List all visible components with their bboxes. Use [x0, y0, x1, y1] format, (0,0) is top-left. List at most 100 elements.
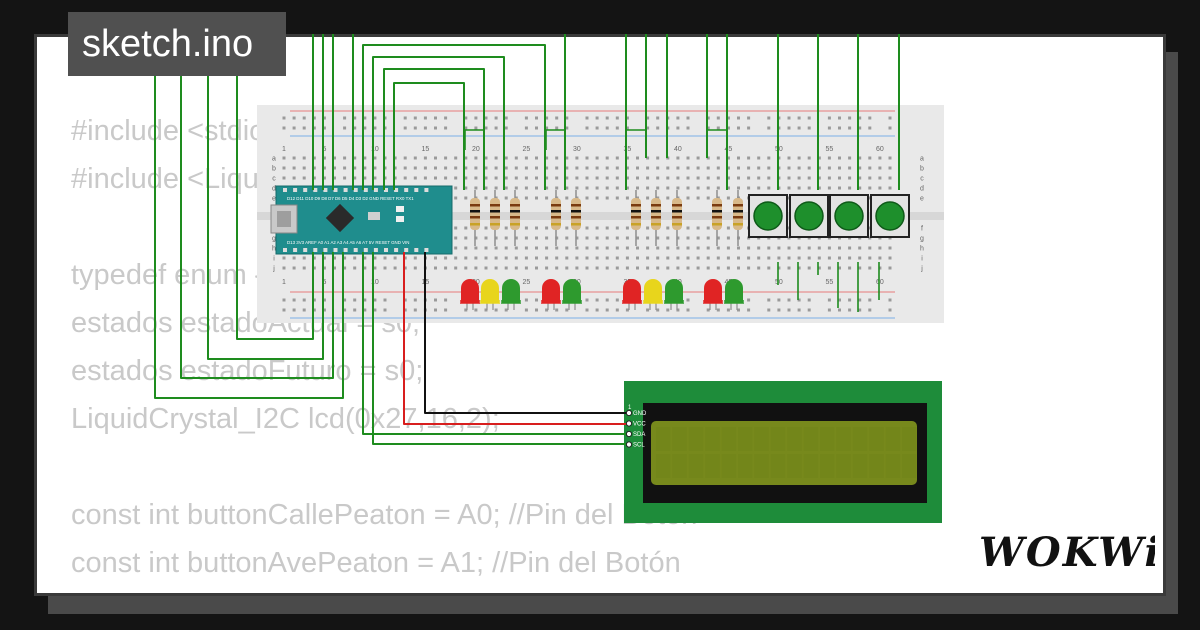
header-pin [313, 248, 318, 252]
breadboard-hole [545, 236, 549, 240]
lcd-character-cell [852, 427, 868, 451]
breadboard-hole [343, 256, 347, 260]
breadboard-hole [535, 256, 538, 260]
breadboard-hole [585, 266, 589, 270]
breadboard-hole [848, 266, 852, 270]
breadboard-hole [686, 166, 690, 170]
column-label: 35 [624, 146, 632, 153]
rail-hole [302, 126, 306, 130]
row-label: b [920, 166, 924, 173]
breadboard-hole [747, 166, 751, 170]
column-label: 45 [725, 146, 733, 153]
row-label: j [272, 266, 275, 273]
header-pin [293, 188, 298, 192]
breadboard-hole [716, 266, 720, 270]
pushbutton-cap [794, 201, 824, 231]
breadboard-hole [474, 236, 478, 240]
rail-hole [767, 298, 771, 302]
breadboard-hole [868, 166, 872, 170]
breadboard-hole [524, 226, 528, 230]
breadboard-hole [555, 186, 559, 190]
rail-hole [403, 308, 407, 312]
breadboard-hole [767, 246, 771, 250]
breadboard-hole [373, 176, 377, 180]
rail-hole [434, 308, 437, 312]
rail-hole [444, 116, 448, 120]
breadboard-hole [383, 256, 387, 260]
rail-hole [807, 116, 811, 120]
breadboard-hole [726, 156, 730, 160]
breadboard-hole [636, 166, 639, 170]
breadboard-hole [636, 176, 639, 180]
breadboard-hole [413, 266, 417, 270]
breadboard-hole [454, 236, 458, 240]
rail-hole [858, 298, 862, 302]
rail-hole [302, 298, 306, 302]
breadboard-hole [615, 176, 619, 180]
column-label: 1 [282, 279, 286, 286]
resistor-band [571, 210, 581, 213]
rail-hole [363, 116, 367, 120]
breadboard-hole [504, 166, 508, 170]
breadboard-hole [656, 246, 660, 250]
breadboard-hole [605, 176, 609, 180]
breadboard-hole [464, 176, 468, 180]
breadboard-hole [393, 156, 397, 160]
breadboard-hole [757, 256, 761, 260]
breadboard-hole [413, 176, 417, 180]
breadboard-hole [686, 246, 690, 250]
rail-hole [353, 126, 357, 130]
rail-hole [787, 126, 791, 130]
breadboard-hole [322, 176, 326, 180]
rail-hole [423, 126, 427, 130]
breadboard-hole [565, 166, 569, 170]
rail-hole [706, 126, 710, 130]
status-led [396, 206, 404, 212]
breadboard-hole [737, 186, 740, 190]
lcd-pin-label: VCC [633, 422, 646, 428]
rail-hole [322, 116, 326, 120]
breadboard-hole [757, 246, 761, 250]
rail-hole [615, 116, 619, 120]
header-pin [373, 248, 378, 252]
breadboard-hole [585, 186, 589, 190]
breadboard-hole [545, 176, 549, 180]
breadboard-hole [706, 196, 710, 200]
breadboard-hole [726, 186, 730, 190]
lcd-character-cell [869, 427, 884, 451]
rail-hole [838, 298, 841, 302]
resistor-band [672, 223, 682, 226]
breadboard-hole [646, 256, 650, 260]
breadboard-hole [454, 246, 458, 250]
wire [154, 34, 344, 399]
breadboard-hole [282, 256, 286, 260]
rail-hole [868, 116, 872, 120]
wire [545, 129, 566, 150]
breadboard-hole [726, 166, 730, 170]
breadboard-hole [322, 156, 326, 160]
breadboard-hole [696, 166, 700, 170]
lcd-pin [625, 420, 633, 427]
rail-hole [767, 308, 771, 312]
rail-hole [343, 126, 347, 130]
header-pin [363, 248, 368, 252]
breadboard-hole [494, 266, 498, 270]
arduino-nano: D12 D11 D10 D9 D8 D7 D6 D5 D4 D3 D2 GND … [270, 185, 453, 255]
breadboard-hole [595, 186, 599, 190]
breadboard-hole [575, 166, 579, 170]
breadboard-hole [524, 196, 528, 200]
breadboard-hole [726, 176, 730, 180]
led [542, 279, 560, 303]
breadboard-hole [817, 186, 821, 190]
row-label: a [920, 156, 924, 163]
rail-hole [555, 126, 559, 130]
rail-hole [888, 116, 892, 120]
column-label: 15 [422, 146, 430, 153]
breadboard-hole [716, 186, 720, 190]
rail-hole [706, 308, 710, 312]
breadboard-hole [706, 266, 710, 270]
breadboard-hole [444, 166, 448, 170]
resistor-band [733, 204, 743, 207]
row-label: d [920, 186, 924, 193]
breadboard-hole [625, 236, 629, 240]
